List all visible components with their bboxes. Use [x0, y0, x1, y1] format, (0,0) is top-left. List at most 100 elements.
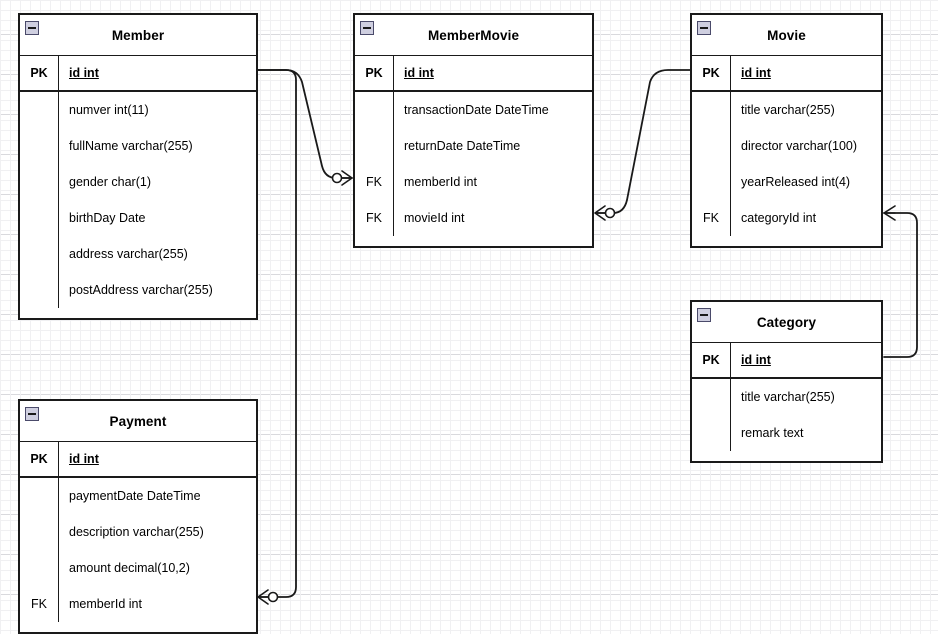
attribute-row[interactable]: director varchar(100) — [692, 128, 881, 164]
attribute-row[interactable]: FK memberId int — [20, 586, 256, 622]
attribute-list-category: PK id int title varchar(255) remark text — [692, 343, 881, 461]
column-divider — [393, 128, 394, 164]
column-divider — [58, 92, 59, 128]
entity-member[interactable]: Member PK id int numver int(11) fullName… — [18, 13, 258, 320]
crowsfoot-payment-memberid — [257, 589, 279, 605]
column-divider — [393, 92, 394, 128]
attribute-row[interactable]: transactionDate DateTime — [355, 92, 592, 128]
attribute-name: returnDate DateTime — [404, 139, 521, 153]
attribute-name: movieId int — [404, 211, 465, 225]
column-divider — [58, 164, 59, 200]
key-label: PK — [702, 66, 720, 80]
attribute-row[interactable]: PK id int — [692, 56, 881, 92]
crowsfoot-membermovie-memberid — [331, 170, 353, 186]
crowsfoot-membermovie-movieid — [594, 205, 616, 221]
attribute-list-member: PK id int numver int(11) fullName varcha… — [20, 56, 256, 318]
attribute-row[interactable]: PK id int — [20, 56, 256, 92]
attribute-name: paymentDate DateTime — [69, 489, 201, 503]
column-divider — [730, 56, 731, 90]
attribute-row[interactable]: fullName varchar(255) — [20, 128, 256, 164]
attribute-row[interactable]: numver int(11) — [20, 92, 256, 128]
minus-box-icon[interactable] — [697, 21, 711, 35]
attribute-row[interactable]: FK memberId int — [355, 164, 592, 200]
crowsfoot-movie-categoryid — [883, 205, 896, 221]
attribute-name: description varchar(255) — [69, 525, 204, 539]
key-label: FK — [366, 211, 382, 225]
attribute-name: id int — [69, 66, 99, 80]
column-divider — [58, 514, 59, 550]
entity-title: Payment — [109, 413, 167, 429]
attribute-row[interactable]: remark text — [692, 415, 881, 451]
attribute-name: memberId int — [404, 175, 477, 189]
attribute-row[interactable]: PK id int — [355, 56, 592, 92]
entity-membermovie[interactable]: MemberMovie PK id int transactionDate Da… — [353, 13, 594, 248]
column-divider — [730, 200, 731, 236]
attribute-row[interactable]: gender char(1) — [20, 164, 256, 200]
entity-padding — [692, 236, 881, 246]
attribute-name: remark text — [741, 426, 804, 440]
attribute-row[interactable]: amount decimal(10,2) — [20, 550, 256, 586]
attribute-name: birthDay Date — [69, 211, 146, 225]
entity-header-movie[interactable]: Movie — [692, 15, 881, 56]
attribute-row[interactable]: PK id int — [20, 442, 256, 478]
attribute-name: id int — [404, 66, 434, 80]
attribute-name: id int — [741, 66, 771, 80]
column-divider — [730, 92, 731, 128]
attribute-row[interactable]: title varchar(255) — [692, 92, 881, 128]
entity-title: Member — [111, 27, 165, 43]
column-divider — [393, 164, 394, 200]
attribute-row[interactable]: paymentDate DateTime — [20, 478, 256, 514]
attribute-row[interactable]: birthDay Date — [20, 200, 256, 236]
attribute-name: gender char(1) — [69, 175, 151, 189]
entity-header-payment[interactable]: Payment — [20, 401, 256, 442]
key-label: FK — [703, 211, 719, 225]
attribute-list-membermovie: PK id int transactionDate DateTime retur… — [355, 56, 592, 246]
attribute-list-movie: PK id int title varchar(255) director va… — [692, 56, 881, 246]
attribute-row[interactable]: FK movieId int — [355, 200, 592, 236]
attribute-name: id int — [741, 353, 771, 367]
entity-header-member[interactable]: Member — [20, 15, 256, 56]
connector-member-membermovie — [257, 69, 353, 179]
attribute-row[interactable]: postAddress varchar(255) — [20, 272, 256, 308]
entity-title: Movie — [767, 27, 806, 43]
attribute-row[interactable]: description varchar(255) — [20, 514, 256, 550]
column-divider — [393, 56, 394, 90]
attribute-row[interactable]: yearReleased int(4) — [692, 164, 881, 200]
key-label: FK — [31, 597, 47, 611]
key-label: PK — [702, 353, 720, 367]
minus-box-icon[interactable] — [25, 21, 39, 35]
attribute-name: amount decimal(10,2) — [69, 561, 190, 575]
attribute-name: address varchar(255) — [69, 247, 188, 261]
entity-padding — [20, 308, 256, 318]
attribute-name: yearReleased int(4) — [741, 175, 851, 189]
entity-payment[interactable]: Payment PK id int paymentDate DateTime d… — [18, 399, 258, 634]
column-divider — [730, 164, 731, 200]
minus-box-icon[interactable] — [360, 21, 374, 35]
attribute-name: transactionDate DateTime — [404, 103, 549, 117]
column-divider — [58, 128, 59, 164]
column-divider — [58, 442, 59, 476]
minus-box-icon[interactable] — [25, 407, 39, 421]
entity-header-category[interactable]: Category — [692, 302, 881, 343]
key-label: PK — [30, 452, 48, 466]
connector-movie-category — [883, 212, 918, 358]
attribute-row[interactable]: PK id int — [692, 343, 881, 379]
attribute-name: postAddress varchar(255) — [69, 283, 213, 297]
column-divider — [58, 478, 59, 514]
minus-box-icon[interactable] — [697, 308, 711, 322]
attribute-row[interactable]: title varchar(255) — [692, 379, 881, 415]
entity-title: Category — [756, 314, 817, 330]
attribute-name: id int — [69, 452, 99, 466]
attribute-row[interactable]: address varchar(255) — [20, 236, 256, 272]
column-divider — [393, 200, 394, 236]
attribute-list-payment: PK id int paymentDate DateTime descripti… — [20, 442, 256, 632]
attribute-row[interactable]: FK categoryId int — [692, 200, 881, 236]
connector-movie-membermovie — [595, 69, 691, 214]
entity-movie[interactable]: Movie PK id int title varchar(255) direc… — [690, 13, 883, 248]
entity-title: MemberMovie — [427, 27, 520, 43]
attribute-row[interactable]: returnDate DateTime — [355, 128, 592, 164]
entity-category[interactable]: Category PK id int title varchar(255) re… — [690, 300, 883, 463]
attribute-name: title varchar(255) — [741, 103, 835, 117]
entity-header-membermovie[interactable]: MemberMovie — [355, 15, 592, 56]
